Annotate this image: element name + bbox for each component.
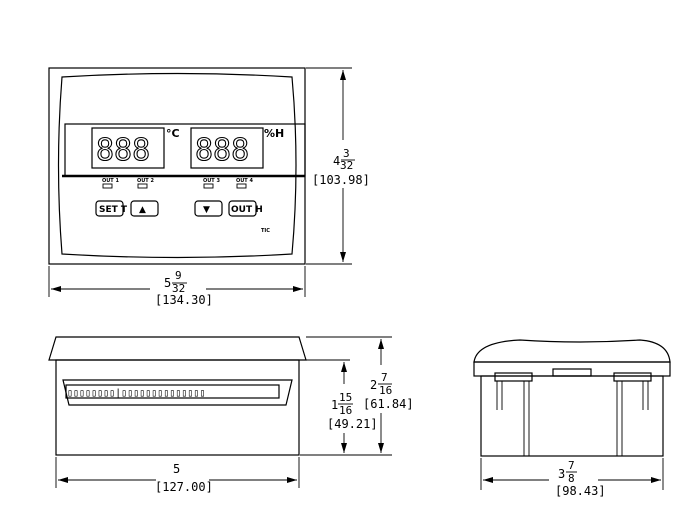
out2-led bbox=[137, 183, 148, 189]
unit-right-label: %H bbox=[264, 127, 284, 140]
inner-h-dim-den: 16 bbox=[339, 404, 352, 417]
front-bezel-inner bbox=[57, 72, 297, 259]
outer-h-dim-num: 7 bbox=[381, 371, 388, 384]
brand-mark: TIC bbox=[261, 228, 270, 234]
outer-h-dim-mm: [61.84] bbox=[363, 397, 414, 411]
end-housing bbox=[480, 375, 664, 457]
width-dim-num: 9 bbox=[175, 269, 182, 282]
out-h-button bbox=[228, 200, 257, 217]
unit-left-label: °C bbox=[166, 127, 180, 140]
height-dim-num: 3 bbox=[343, 147, 350, 160]
width-dim-mm: [134.30] bbox=[155, 293, 213, 307]
set-t-button-label: SET T bbox=[99, 205, 128, 215]
front-view: 888 °C 888 %H OUT 1 OUT 2 OUT 3 OUT 4 SE… bbox=[48, 67, 370, 307]
out4-led bbox=[236, 183, 247, 189]
end-width-den: 8 bbox=[568, 472, 575, 485]
inner-h-dim-mm: [49.21] bbox=[327, 417, 378, 431]
end-width-mm: [98.43] bbox=[555, 484, 606, 498]
display-left-frame bbox=[91, 127, 165, 169]
inner-h-dim-num: 15 bbox=[339, 391, 352, 404]
out1-led bbox=[102, 183, 113, 189]
down-button bbox=[194, 200, 223, 217]
out-h-button-label: OUT H bbox=[231, 205, 263, 215]
height-dim-whole: 4 bbox=[333, 154, 340, 168]
height-dim-mm: [103.98] bbox=[312, 173, 370, 187]
out3-led bbox=[203, 183, 214, 189]
up-button bbox=[130, 200, 159, 217]
inner-h-dim-whole: 1 bbox=[331, 398, 338, 412]
width-dim-den: 32 bbox=[172, 282, 185, 295]
down-arrow-icon: ▼ bbox=[203, 205, 210, 215]
end-width-whole: 3 bbox=[558, 467, 565, 481]
side-terminal-block bbox=[62, 379, 293, 406]
out2-label: OUT 2 bbox=[137, 178, 154, 184]
outer-h-dim-den: 16 bbox=[379, 384, 392, 397]
side-bezel-flange bbox=[48, 336, 307, 361]
end-left-clip-head bbox=[494, 372, 533, 382]
out3-label: OUT 3 bbox=[203, 178, 220, 184]
outer-h-dim-whole: 2 bbox=[370, 378, 377, 392]
display-right-frame bbox=[190, 127, 264, 169]
width-dim-whole: 5 bbox=[164, 276, 171, 290]
front-bezel-outline bbox=[48, 67, 306, 265]
height-dim-den: 32 bbox=[340, 159, 353, 172]
side-housing bbox=[55, 359, 300, 456]
out4-label: OUT 4 bbox=[236, 178, 253, 184]
out1-label: OUT 1 bbox=[102, 178, 119, 184]
end-bezel-top bbox=[473, 339, 671, 363]
end-view: 3 7 8 [98.43] bbox=[473, 339, 671, 498]
up-arrow-icon: ▲ bbox=[139, 205, 146, 215]
side-view: ▯▯▯▯▯▯▯▯|▯▯▯▯▯▯▯▯▯▯▯▯▯▯ 5 [127.00] 1 15 … bbox=[48, 336, 414, 494]
end-width-num: 7 bbox=[568, 459, 575, 472]
depth-dim-mm: [127.00] bbox=[155, 480, 213, 494]
end-right-clip-head bbox=[613, 372, 652, 382]
side-terminal-screws: ▯▯▯▯▯▯▯▯|▯▯▯▯▯▯▯▯▯▯▯▯▯▯ bbox=[67, 388, 205, 399]
display-right-digits: 888 bbox=[195, 133, 249, 168]
display-left-digits: 888 bbox=[96, 133, 150, 168]
set-t-button bbox=[95, 200, 124, 217]
depth-dim-whole: 5 bbox=[173, 462, 180, 476]
end-top-tab bbox=[552, 368, 592, 377]
side-terminal-strip bbox=[65, 384, 280, 399]
